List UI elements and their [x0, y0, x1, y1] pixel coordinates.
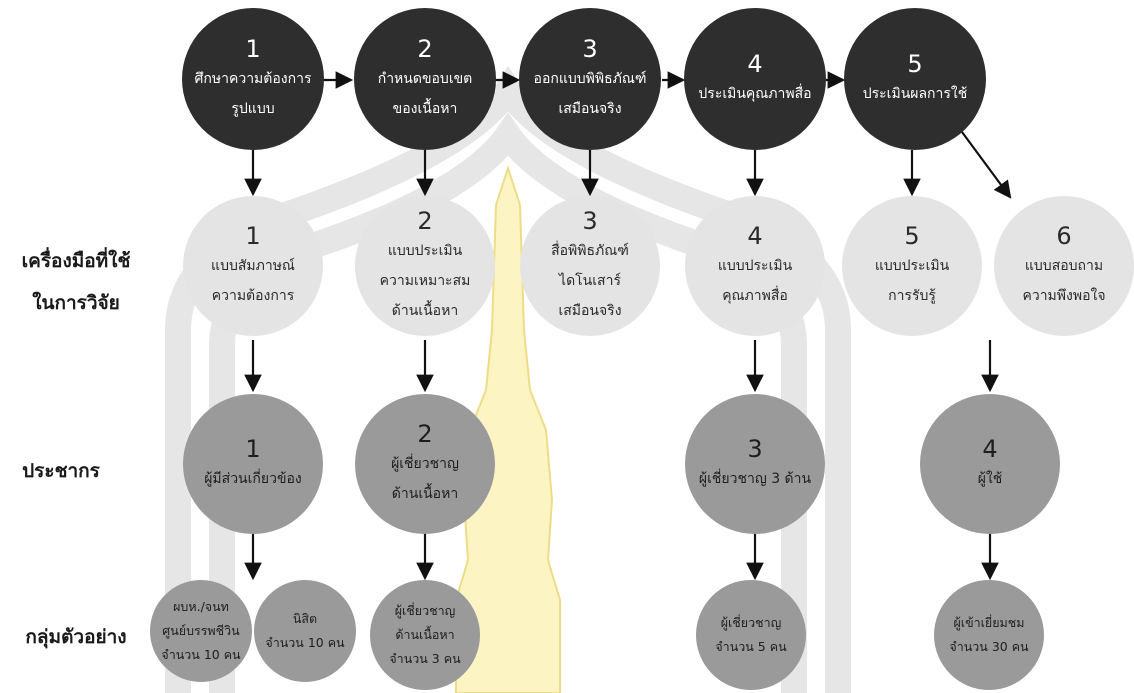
step-number: 2: [417, 35, 433, 63]
sample-text: ศูนย์บรรพชีวิน: [162, 623, 240, 638]
sample-text: ผู้เข้าเยี่ยมชม: [953, 615, 1025, 630]
tool-text: ความพึงพอใจ: [1022, 288, 1106, 304]
process-step-1: 1 ศึกษาความต้องการ รูปแบบ: [182, 8, 324, 150]
population-text: ผู้ใช้: [977, 471, 1003, 487]
population-1: 1 ผู้มีส่วนเกี่ยวข้อง: [183, 394, 323, 534]
step-text: ออกแบบพิพิธภัณฑ์: [533, 71, 647, 87]
arrow-step5-tool6: [961, 131, 1012, 199]
tool-text: แบบสัมภาษณ์: [211, 258, 295, 274]
process-step-3: 3 ออกแบบพิพิธภัณฑ์ เสมือนจริง: [519, 8, 661, 150]
population-text: ผู้เชี่ยวชาญ 3 ด้าน: [698, 471, 812, 487]
tool-5: 5 แบบประเมิน การรับรู้: [842, 196, 982, 336]
tool-number: 1: [245, 222, 261, 250]
population-number: 4: [982, 435, 998, 463]
sample-4: ผู้เชี่ยวชาญ จำนวน 5 คน: [696, 580, 806, 690]
sample-text: ผู้เชี่ยวชาญ: [394, 603, 456, 618]
sample-5: ผู้เข้าเยี่ยมชม จำนวน 30 คน: [934, 580, 1044, 690]
step-number: 3: [582, 35, 598, 63]
sample-text: นิสิต: [292, 611, 318, 626]
step-text: เสมือนจริง: [558, 101, 622, 117]
tool-text: แบบประเมิน: [874, 258, 950, 274]
sample-3: ผู้เชี่ยวชาญ ด้านเนื้อหา จำนวน 3 คน: [370, 580, 480, 690]
tool-text: แบบสอบถาม: [1024, 258, 1104, 274]
sample-text: ผบห./จนท: [173, 599, 229, 614]
population-number: 3: [747, 435, 763, 463]
tool-number: 5: [904, 222, 920, 250]
sample-text: จำนวน 3 คน: [389, 651, 461, 666]
tool-text: แบบประเมิน: [717, 258, 793, 274]
population-number: 2: [417, 420, 433, 448]
step-text: กำหนดขอบเขต: [377, 71, 473, 87]
row-label-population: ประชากร: [22, 460, 100, 482]
sample-text: จำนวน 10 คน: [265, 635, 345, 650]
sample-text: จำนวน 5 คน: [715, 639, 787, 654]
tool-text: ความเหมาะสม: [379, 273, 471, 289]
sample-text: จำนวน 30 คน: [949, 639, 1029, 654]
step-text: รูปแบบ: [231, 101, 275, 117]
step-number: 4: [747, 50, 763, 78]
step-text: ประเมินคุณภาพสื่อ: [698, 86, 812, 102]
population-text: ผู้มีส่วนเกี่ยวข้อง: [204, 471, 302, 487]
process-step-4: 4 ประเมินคุณภาพสื่อ: [684, 8, 826, 150]
population-2: 2 ผู้เชี่ยวชาญ ด้านเนื้อหา: [355, 394, 495, 534]
sample-text: ด้านเนื้อหา: [395, 627, 455, 642]
row-label-tools-line2: ในการวิจัย: [32, 292, 120, 314]
tool-4: 4 แบบประเมิน คุณภาพสื่อ: [685, 196, 825, 336]
tool-text: แบบประเมิน: [387, 243, 463, 259]
tool-2: 2 แบบประเมิน ความเหมาะสม ด้านเนื้อหา: [355, 196, 495, 336]
tool-3: 3 สื่อพิพิธภัณฑ์ ไดโนเสาร์ เสมือนจริง: [520, 196, 660, 336]
population-text: ผู้เชี่ยวชาญ: [391, 456, 459, 472]
tool-1: 1 แบบสัมภาษณ์ ความต้องการ: [183, 196, 323, 336]
tool-number: 6: [1056, 222, 1072, 250]
step-text: ประเมินผลการใช้: [862, 86, 968, 102]
tool-text: คุณภาพสื่อ: [722, 288, 788, 304]
sample-text: ผู้เชี่ยวชาญ: [720, 615, 782, 630]
population-3: 3 ผู้เชี่ยวชาญ 3 ด้าน: [685, 394, 825, 534]
process-step-5: 5 ประเมินผลการใช้: [844, 8, 986, 150]
step-number: 5: [907, 50, 923, 78]
tool-text: ด้านเนื้อหา: [391, 303, 459, 319]
process-step-2: 2 กำหนดขอบเขต ของเนื้อหา: [354, 8, 496, 150]
row-label-sample: กลุ่มตัวอย่าง: [25, 626, 127, 648]
population-number: 1: [245, 435, 261, 463]
tool-text: เสมือนจริง: [558, 303, 622, 319]
tool-text: การรับรู้: [888, 288, 936, 304]
tool-text: ความต้องการ: [211, 288, 295, 304]
sample-1: ผบห./จนท ศูนย์บรรพชีวิน จำนวน 10 คน: [150, 580, 252, 682]
step-text: ของเนื้อหา: [392, 101, 458, 117]
step-number: 1: [245, 35, 261, 63]
sample-2: นิสิต จำนวน 10 คน: [254, 580, 356, 682]
tool-text: ไดโนเสาร์: [559, 273, 621, 289]
row-label-tools-line1: เครื่องมือที่ใช้: [21, 250, 131, 272]
sample-text: จำนวน 10 คน: [161, 647, 241, 662]
tool-number: 3: [582, 207, 598, 235]
population-4: 4 ผู้ใช้: [920, 394, 1060, 534]
step-text: ศึกษาความต้องการ: [194, 71, 312, 87]
tool-number: 2: [417, 207, 433, 235]
population-text: ด้านเนื้อหา: [391, 486, 459, 502]
tool-text: สื่อพิพิธภัณฑ์: [551, 243, 629, 259]
row-label-tools: เครื่องมือที่ใช้ ในการวิจัย: [6, 240, 146, 324]
tool-number: 4: [747, 222, 763, 250]
tool-6: 6 แบบสอบถาม ความพึงพอใจ: [994, 196, 1134, 336]
